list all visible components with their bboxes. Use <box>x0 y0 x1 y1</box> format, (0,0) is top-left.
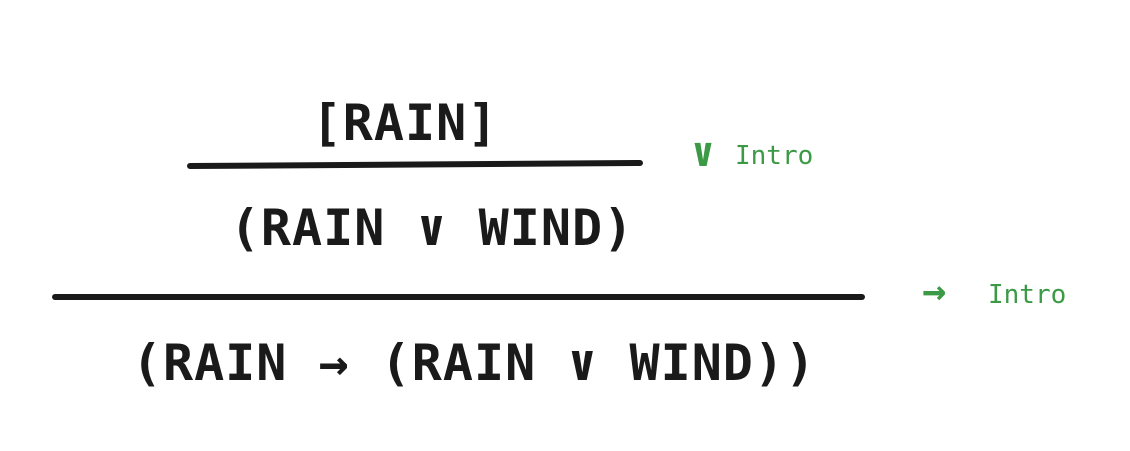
rule-name-1: Intro <box>735 141 813 171</box>
inference-line-1 <box>187 160 643 169</box>
rule-name-2: Intro <box>988 280 1066 310</box>
rule-symbol-2: → <box>922 268 946 314</box>
conclusion-formula-2: (RAIN → (RAIN ∨ WIND)) <box>132 334 816 392</box>
rule-symbol-1: ∨ <box>691 130 715 176</box>
conclusion-formula-1: (RAIN ∨ WIND) <box>230 199 634 257</box>
assumption-formula: [RAIN] <box>312 94 499 152</box>
